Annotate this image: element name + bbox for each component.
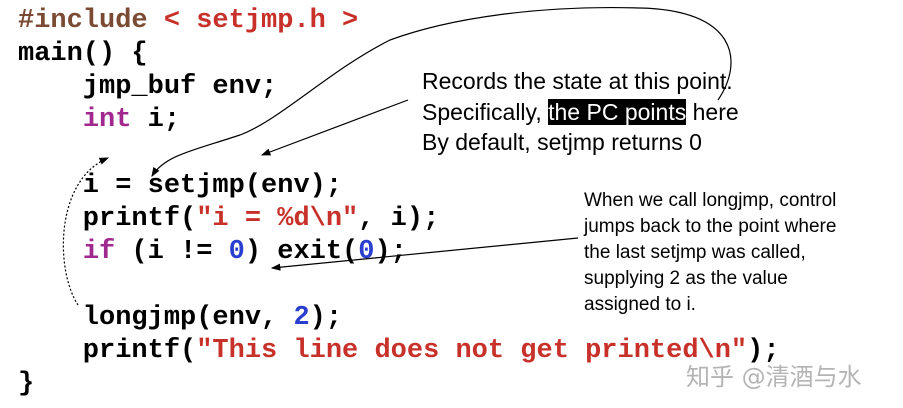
code-token: i; (131, 105, 181, 135)
code-token: < setjmp.h > (163, 6, 359, 36)
note-line: supplying 2 as the value (584, 268, 788, 289)
code-token: jmp_buf env; (18, 72, 278, 102)
code-token: ); (374, 237, 407, 267)
code-line: printf("i = %d\n", i); (18, 203, 780, 236)
code-line: #include < setjmp.h > (18, 5, 780, 38)
code-token: main() { (18, 39, 148, 69)
highlighted-text: the PC points (548, 98, 687, 125)
code-token: if (82, 237, 116, 267)
code-token: "i = %d\n" (196, 204, 359, 234)
code-line: jmp_buf env; (18, 71, 780, 104)
note-line: Records the state at this point. (422, 68, 733, 94)
code-line: printf("This line does not get printed\n… (18, 335, 780, 368)
longjmp-annotation: When we call longjmp, control jumps back… (584, 188, 836, 318)
code-token: } (18, 369, 35, 399)
longjmp-note-arrow (270, 237, 579, 271)
code-token: longjmp(env, (18, 303, 294, 333)
code-line: } (18, 368, 780, 401)
setjmp-note-arrow (260, 99, 409, 156)
note-line: the last setjmp was called, (584, 242, 806, 263)
watermark: 知乎 @清酒与水 (686, 363, 862, 391)
note-text: Specifically, (422, 98, 549, 125)
code-token: 0 (228, 237, 245, 267)
note-line: When we call longjmp, control (584, 190, 837, 211)
code-token: (i != (115, 237, 229, 267)
code-token: int (82, 105, 132, 135)
jump-back-dotted-arrow (62, 157, 110, 306)
note-text: here (686, 98, 739, 125)
code-line: int i; (18, 104, 780, 137)
code-token: ) exit( (244, 237, 359, 267)
note-line: By default, setjmp returns 0 (422, 129, 702, 155)
code-token: printf( (18, 336, 197, 366)
code-token: , i); (358, 204, 440, 234)
code-token: ); (309, 303, 343, 333)
note-line: assigned to i. (584, 294, 696, 315)
code-token: 2 (293, 303, 310, 333)
code-token: #include (18, 6, 164, 36)
code-line: longjmp(env, 2); (18, 302, 780, 335)
code-token: printf( (18, 204, 197, 234)
code-block: #include < setjmp.h >main() { jmp_buf en… (18, 5, 780, 401)
code-token: ); (747, 336, 780, 366)
note-line: Specifically, the PC points here (422, 97, 739, 128)
code-token: "This line does not get printed\n" (196, 336, 748, 366)
code-token: i = setjmp(env); (18, 171, 343, 201)
code-line: i = setjmp(env); (18, 170, 780, 203)
setjmp-annotation: Records the state at this point. Specifi… (422, 66, 739, 158)
note-line: jumps back to the point where (584, 216, 837, 237)
pc-loop-arrow (151, 7, 732, 178)
code-line: main() { (18, 38, 780, 71)
